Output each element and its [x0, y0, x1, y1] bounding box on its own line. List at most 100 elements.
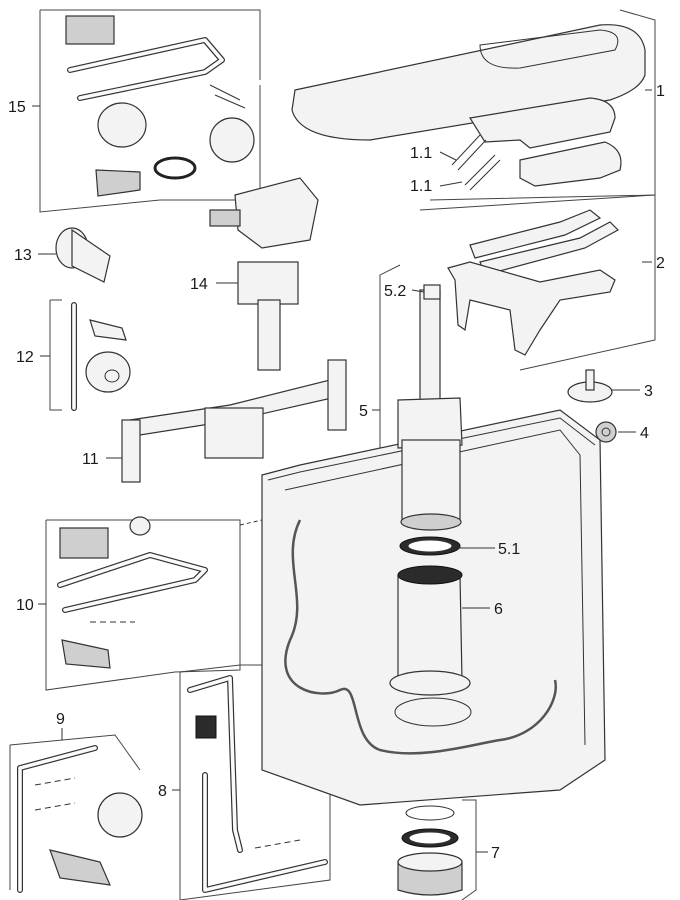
angle-connector-12 — [89, 319, 127, 341]
part-7-seals — [397, 805, 463, 896]
rosette-9 — [97, 792, 143, 838]
callout-7: 7 — [491, 845, 500, 862]
frame-15 — [39, 9, 261, 213]
part-8-pipe-kit — [187, 675, 328, 893]
cap-10 — [129, 516, 151, 536]
fill-valve-stem — [257, 299, 281, 371]
frame-12 — [49, 299, 62, 411]
part-11-mount-frame — [121, 359, 347, 483]
washers-9 — [34, 777, 76, 811]
sleeve-tube — [71, 228, 111, 283]
callout-5-2: 5.2 — [384, 283, 406, 300]
part-2-actuator — [447, 209, 619, 356]
mount-plate — [204, 407, 264, 459]
cistern-inner-dash — [239, 519, 263, 526]
nut-hole — [601, 427, 611, 437]
part-1-lid — [291, 24, 646, 187]
mount-leg-left — [121, 419, 141, 483]
lid-recess — [479, 29, 619, 69]
part-4-nut — [595, 421, 617, 443]
callout-3: 3 — [644, 383, 653, 400]
frame-10 — [45, 519, 241, 691]
callout-8: 8 — [158, 783, 167, 800]
callout-5-1: 5.1 — [498, 541, 520, 558]
valve-cage — [397, 397, 463, 449]
callout-1-1a: 1.1 — [410, 145, 432, 162]
callout-1-1b: 1.1 — [410, 178, 432, 195]
frame-9 — [9, 734, 141, 890]
overflow-rim — [397, 565, 463, 585]
callout-5: 5 — [359, 403, 368, 420]
callout-14: 14 — [190, 276, 208, 293]
callout-15: 15 — [8, 99, 26, 116]
kit-frames — [9, 9, 656, 900]
angle-valve-10 — [61, 639, 111, 669]
callout-2: 2 — [656, 255, 665, 272]
callout-6: 6 — [494, 601, 503, 618]
threaded-nut-top — [397, 852, 463, 872]
leader-5-2 — [411, 289, 425, 293]
gasket-hole — [407, 539, 453, 553]
junction-box-10 — [59, 527, 109, 559]
angle-valve-9 — [49, 849, 111, 886]
hose-10-inner — [58, 553, 207, 612]
callout-13: 13 — [14, 247, 32, 264]
hose-15-inner — [68, 38, 224, 100]
part-9-pipe-kit — [17, 745, 143, 893]
clip-upper — [451, 134, 487, 171]
seal-ring-mid-hole — [408, 831, 452, 845]
cover-cap-b — [519, 141, 622, 187]
frame-1 — [429, 9, 656, 201]
part-15-connection-set — [65, 15, 255, 197]
part-5-flush-valve — [397, 284, 463, 531]
part-6-overflow — [389, 565, 471, 696]
leader-1-1a — [439, 151, 457, 161]
callout-4: 4 — [640, 425, 649, 442]
bellows-15 — [97, 102, 147, 148]
o-ring-15 — [153, 156, 197, 180]
fill-valve-float — [237, 261, 299, 305]
valve-seal — [400, 513, 462, 531]
callout-1: 1 — [656, 83, 665, 100]
clip-8 — [195, 715, 217, 739]
leader-1-1b — [439, 181, 463, 187]
cistern-base-opening — [394, 697, 472, 727]
hose-8-inner — [188, 676, 327, 892]
fill-valve-head — [234, 177, 319, 249]
callout-12: 12 — [16, 349, 34, 366]
callout-labels: 1 1.1 1.1 2 3 4 5 5.1 5.2 6 7 8 9 10 11 … — [8, 83, 665, 862]
part-12-pipe-kit — [71, 302, 131, 411]
overflow-tube — [397, 574, 463, 683]
screws-15 — [209, 84, 246, 109]
actuator-frame — [447, 261, 616, 356]
hose-9-inner — [18, 746, 97, 892]
part-1-1-clips — [451, 134, 501, 191]
rosette-12 — [85, 351, 131, 393]
leader-lines — [32, 89, 652, 853]
hose-15 — [67, 37, 225, 101]
part-3-float — [567, 369, 613, 403]
float-stem — [585, 369, 595, 391]
callout-9: 9 — [56, 711, 65, 728]
part-10-connection-set — [57, 516, 208, 669]
clip-lower — [464, 154, 501, 191]
mount-leg-right — [327, 359, 347, 431]
rosette-15 — [209, 117, 255, 163]
fill-valve-inlet — [209, 209, 241, 227]
callout-11: 11 — [82, 451, 99, 468]
overflow-base — [389, 670, 471, 696]
frame-7 — [461, 799, 477, 900]
frame-2 — [419, 194, 656, 371]
washers-8 — [254, 839, 301, 849]
actuator-bar-upper — [469, 209, 602, 259]
junction-box-15 — [65, 15, 115, 45]
supply-cable — [284, 519, 557, 755]
cover-cap-a — [469, 97, 616, 149]
cistern-lid — [291, 24, 646, 141]
rosette-12-hole — [104, 369, 120, 383]
part-5-1-gasket — [399, 536, 461, 556]
valve-rod-cap — [423, 284, 441, 300]
part-13-sleeve — [55, 227, 111, 283]
angle-valve-15 — [95, 169, 141, 197]
